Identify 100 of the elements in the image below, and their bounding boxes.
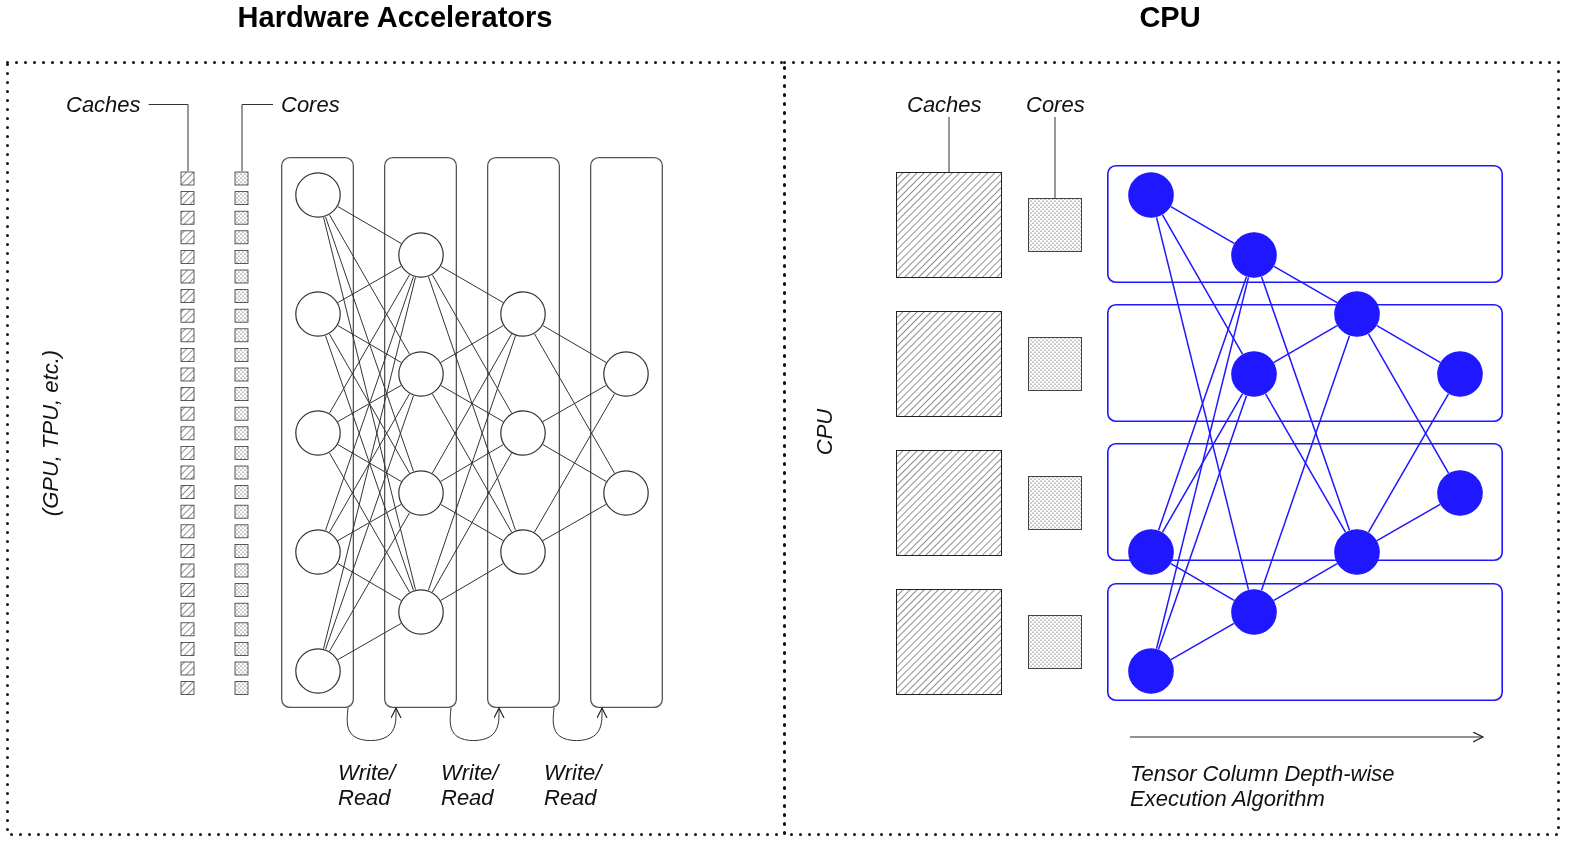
row-frame <box>1107 304 1503 422</box>
neuron-circle <box>295 291 341 337</box>
connection-line <box>542 325 607 363</box>
leader-line <box>148 104 189 172</box>
connection-line <box>329 274 410 414</box>
connection-line <box>1170 562 1235 602</box>
panel-heading: CPU <box>1139 0 1201 34</box>
connection-line <box>427 335 517 591</box>
connection-line <box>337 384 402 423</box>
curved-arrow <box>552 707 608 742</box>
connection-line <box>1376 324 1441 364</box>
neuron-dot <box>1231 232 1277 278</box>
connection-line <box>542 384 607 423</box>
connection-line <box>1157 276 1248 531</box>
connection-line <box>328 214 411 355</box>
part-label: Caches <box>899 92 990 117</box>
leader-line <box>948 116 950 173</box>
neuron-circle <box>398 351 444 397</box>
connection-line <box>431 393 513 533</box>
connection-line <box>431 274 513 414</box>
connection-line <box>1170 622 1235 661</box>
connection-line <box>440 563 504 601</box>
connection-line <box>1155 276 1250 650</box>
panel-heading: Hardware Accelerators <box>237 0 553 34</box>
neuron-circle <box>500 529 546 575</box>
connection-line <box>534 393 615 533</box>
connection-line <box>1367 393 1450 533</box>
connection-line <box>431 452 513 593</box>
connection-line <box>337 563 402 601</box>
neuron-circle <box>398 589 444 635</box>
connection-line <box>337 444 402 482</box>
neuron-dot <box>1437 470 1483 516</box>
connection-line <box>1273 562 1338 602</box>
algorithm-label: Tensor Column Depth-wise Execution Algorithm <box>1130 761 1396 811</box>
connection-line <box>542 444 607 482</box>
connection-line <box>337 206 402 244</box>
connection-line <box>427 276 517 531</box>
neuron-dot <box>1231 589 1277 635</box>
leader-line <box>1054 116 1056 199</box>
curved-arrow <box>449 707 505 742</box>
layer-column <box>281 157 354 708</box>
cache-block <box>896 589 1002 695</box>
connection-line <box>440 325 504 363</box>
neuron-circle <box>295 648 341 694</box>
neuron-circle <box>500 291 546 337</box>
connection-line <box>325 276 414 531</box>
curved-arrow <box>346 707 402 742</box>
layer-column <box>590 157 663 708</box>
neuron-dot <box>1128 529 1174 575</box>
connection-line <box>337 265 402 304</box>
core-block <box>1028 198 1082 252</box>
connection-line <box>325 216 414 472</box>
core-block <box>1028 615 1082 669</box>
connection-line <box>323 216 416 591</box>
connection-line <box>1155 216 1250 591</box>
neuron-circle <box>603 351 649 397</box>
connection-line <box>1264 393 1347 533</box>
row-frame <box>1107 443 1503 561</box>
connection-line <box>1273 324 1338 364</box>
connection-line <box>329 512 410 652</box>
connection-line <box>328 333 411 474</box>
vertical-label: CPU <box>812 408 837 456</box>
core-block <box>1028 337 1082 391</box>
connection-line <box>337 622 402 661</box>
part-label: Caches <box>58 92 149 117</box>
neuron-circle <box>500 410 546 456</box>
connection-line <box>328 452 411 593</box>
connection-line <box>1170 205 1235 245</box>
connection-line <box>1260 335 1351 591</box>
neuron-dot <box>1437 351 1483 397</box>
connection-line <box>1367 333 1450 474</box>
connection-line <box>325 335 414 591</box>
neuron-circle <box>398 232 444 278</box>
layer-column <box>384 157 457 708</box>
core-block <box>1028 476 1082 530</box>
neuron-dot <box>1128 648 1174 694</box>
connection-line <box>325 395 414 650</box>
neuron-dot <box>1334 291 1380 337</box>
connection-line <box>337 503 402 542</box>
cache-block <box>896 450 1002 556</box>
neuron-circle <box>295 172 341 218</box>
connection-line <box>1376 503 1441 542</box>
vertical-label: (GPU, TPU, etc.) <box>38 349 63 517</box>
neuron-circle <box>603 470 649 516</box>
neuron-dot <box>1231 351 1277 397</box>
neuron-circle <box>295 410 341 456</box>
connection-line <box>440 385 504 422</box>
connection-line <box>1273 265 1338 304</box>
connection-line <box>440 504 504 541</box>
cache-block <box>896 311 1002 417</box>
connection-line <box>1161 393 1244 533</box>
connection-line <box>1260 276 1351 531</box>
connection-line <box>533 333 616 474</box>
connection-line <box>542 503 607 542</box>
layer-column <box>487 157 560 708</box>
part-label: Cores <box>273 92 348 117</box>
connection-line <box>431 333 513 474</box>
leader-line <box>241 104 274 172</box>
cache-block <box>896 172 1002 278</box>
connection-line <box>1161 214 1244 355</box>
